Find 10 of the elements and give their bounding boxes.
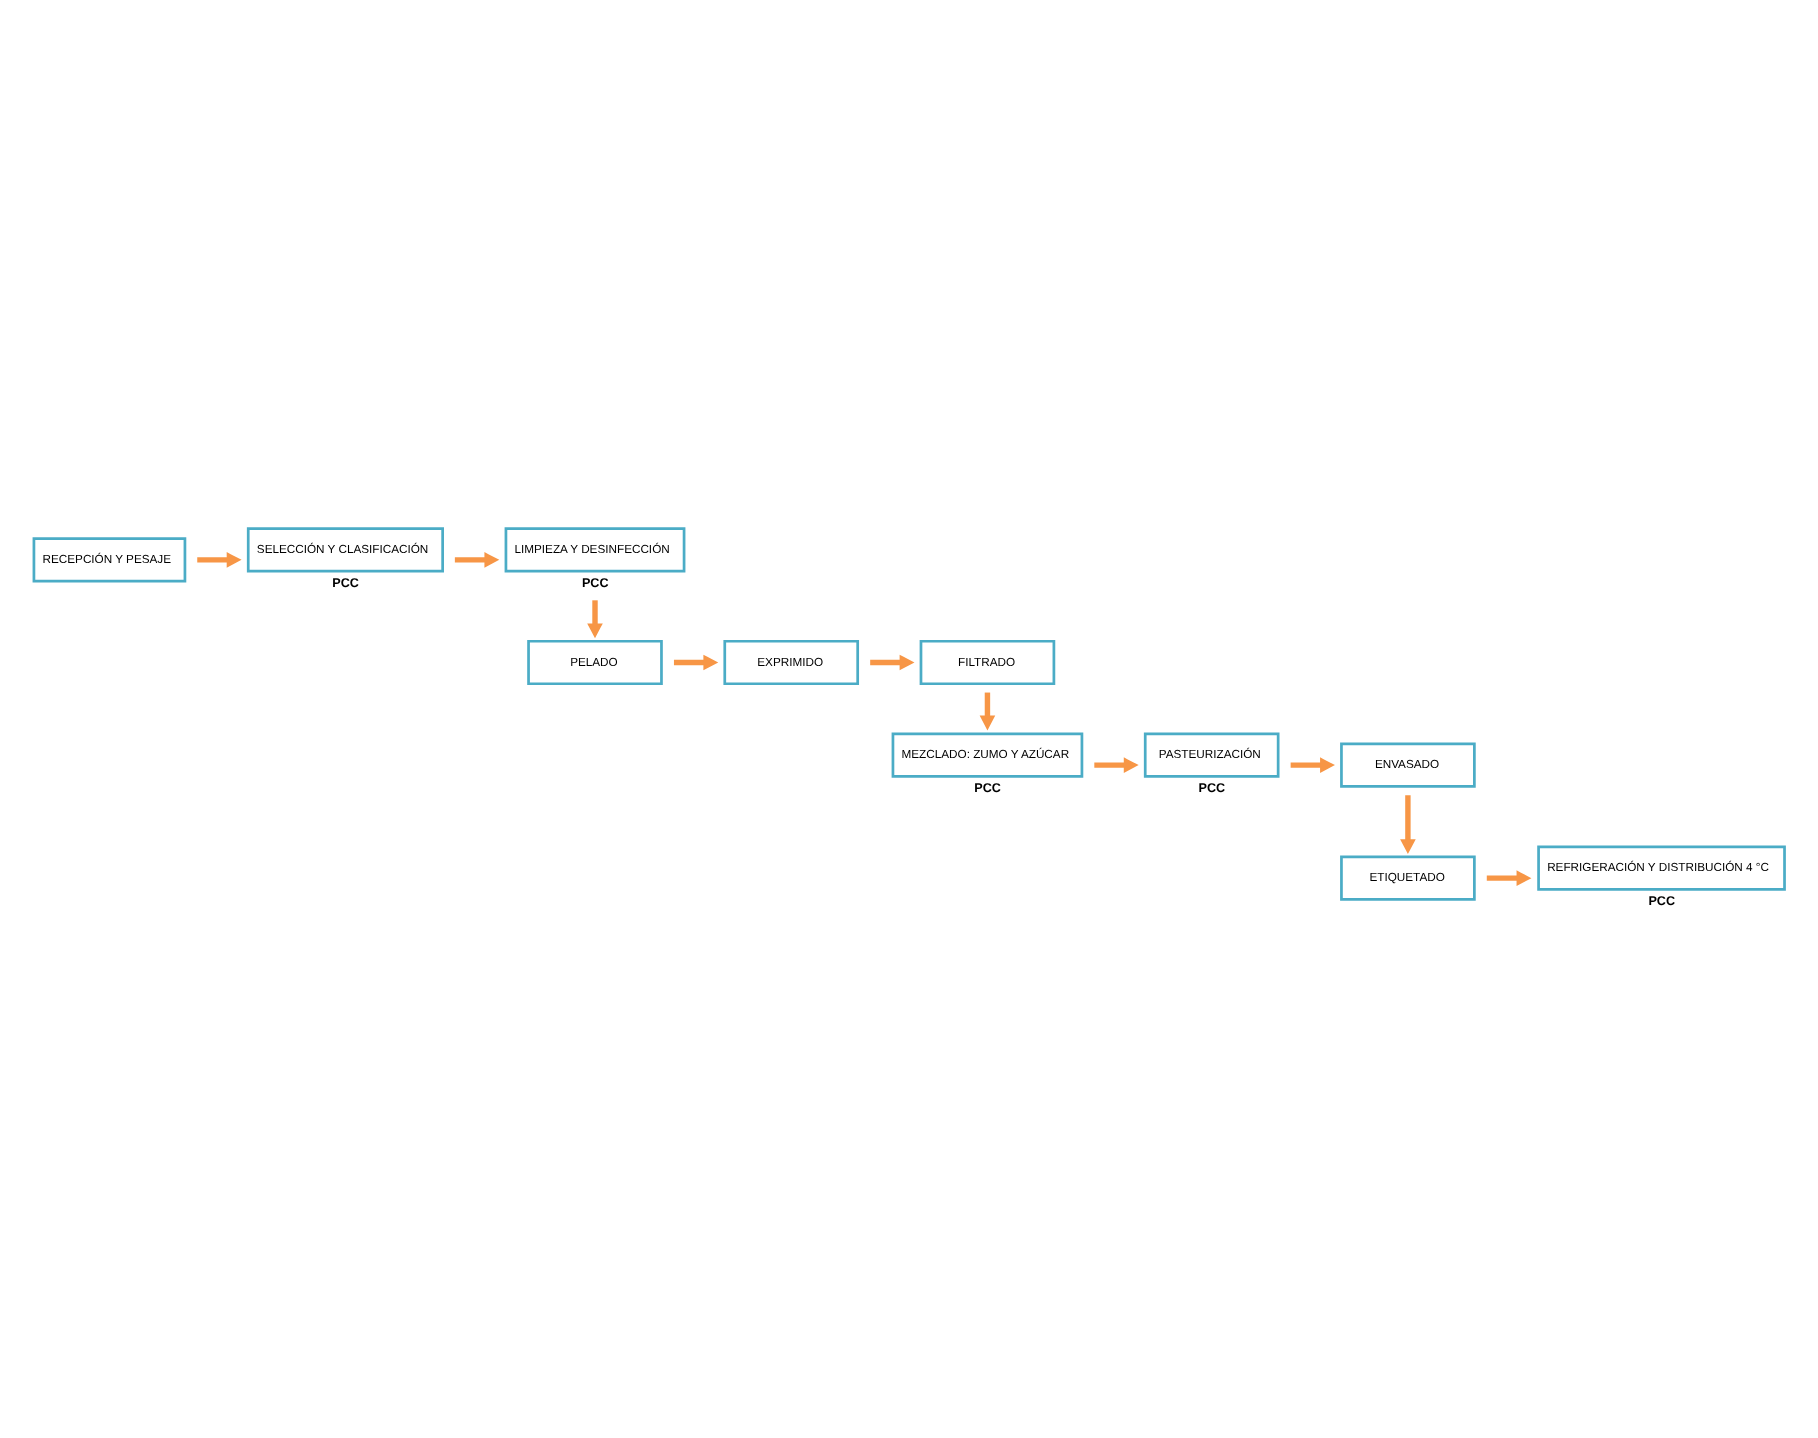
arrow: [979, 692, 996, 731]
arrow: [197, 552, 242, 568]
arrow: [454, 552, 500, 568]
arrow: [673, 654, 719, 671]
arrow: [870, 654, 915, 671]
arrow: [1486, 870, 1532, 886]
arrow: [1290, 757, 1335, 773]
arrow: [1094, 757, 1139, 773]
arrow: [587, 600, 603, 639]
arrow: [1400, 795, 1416, 855]
